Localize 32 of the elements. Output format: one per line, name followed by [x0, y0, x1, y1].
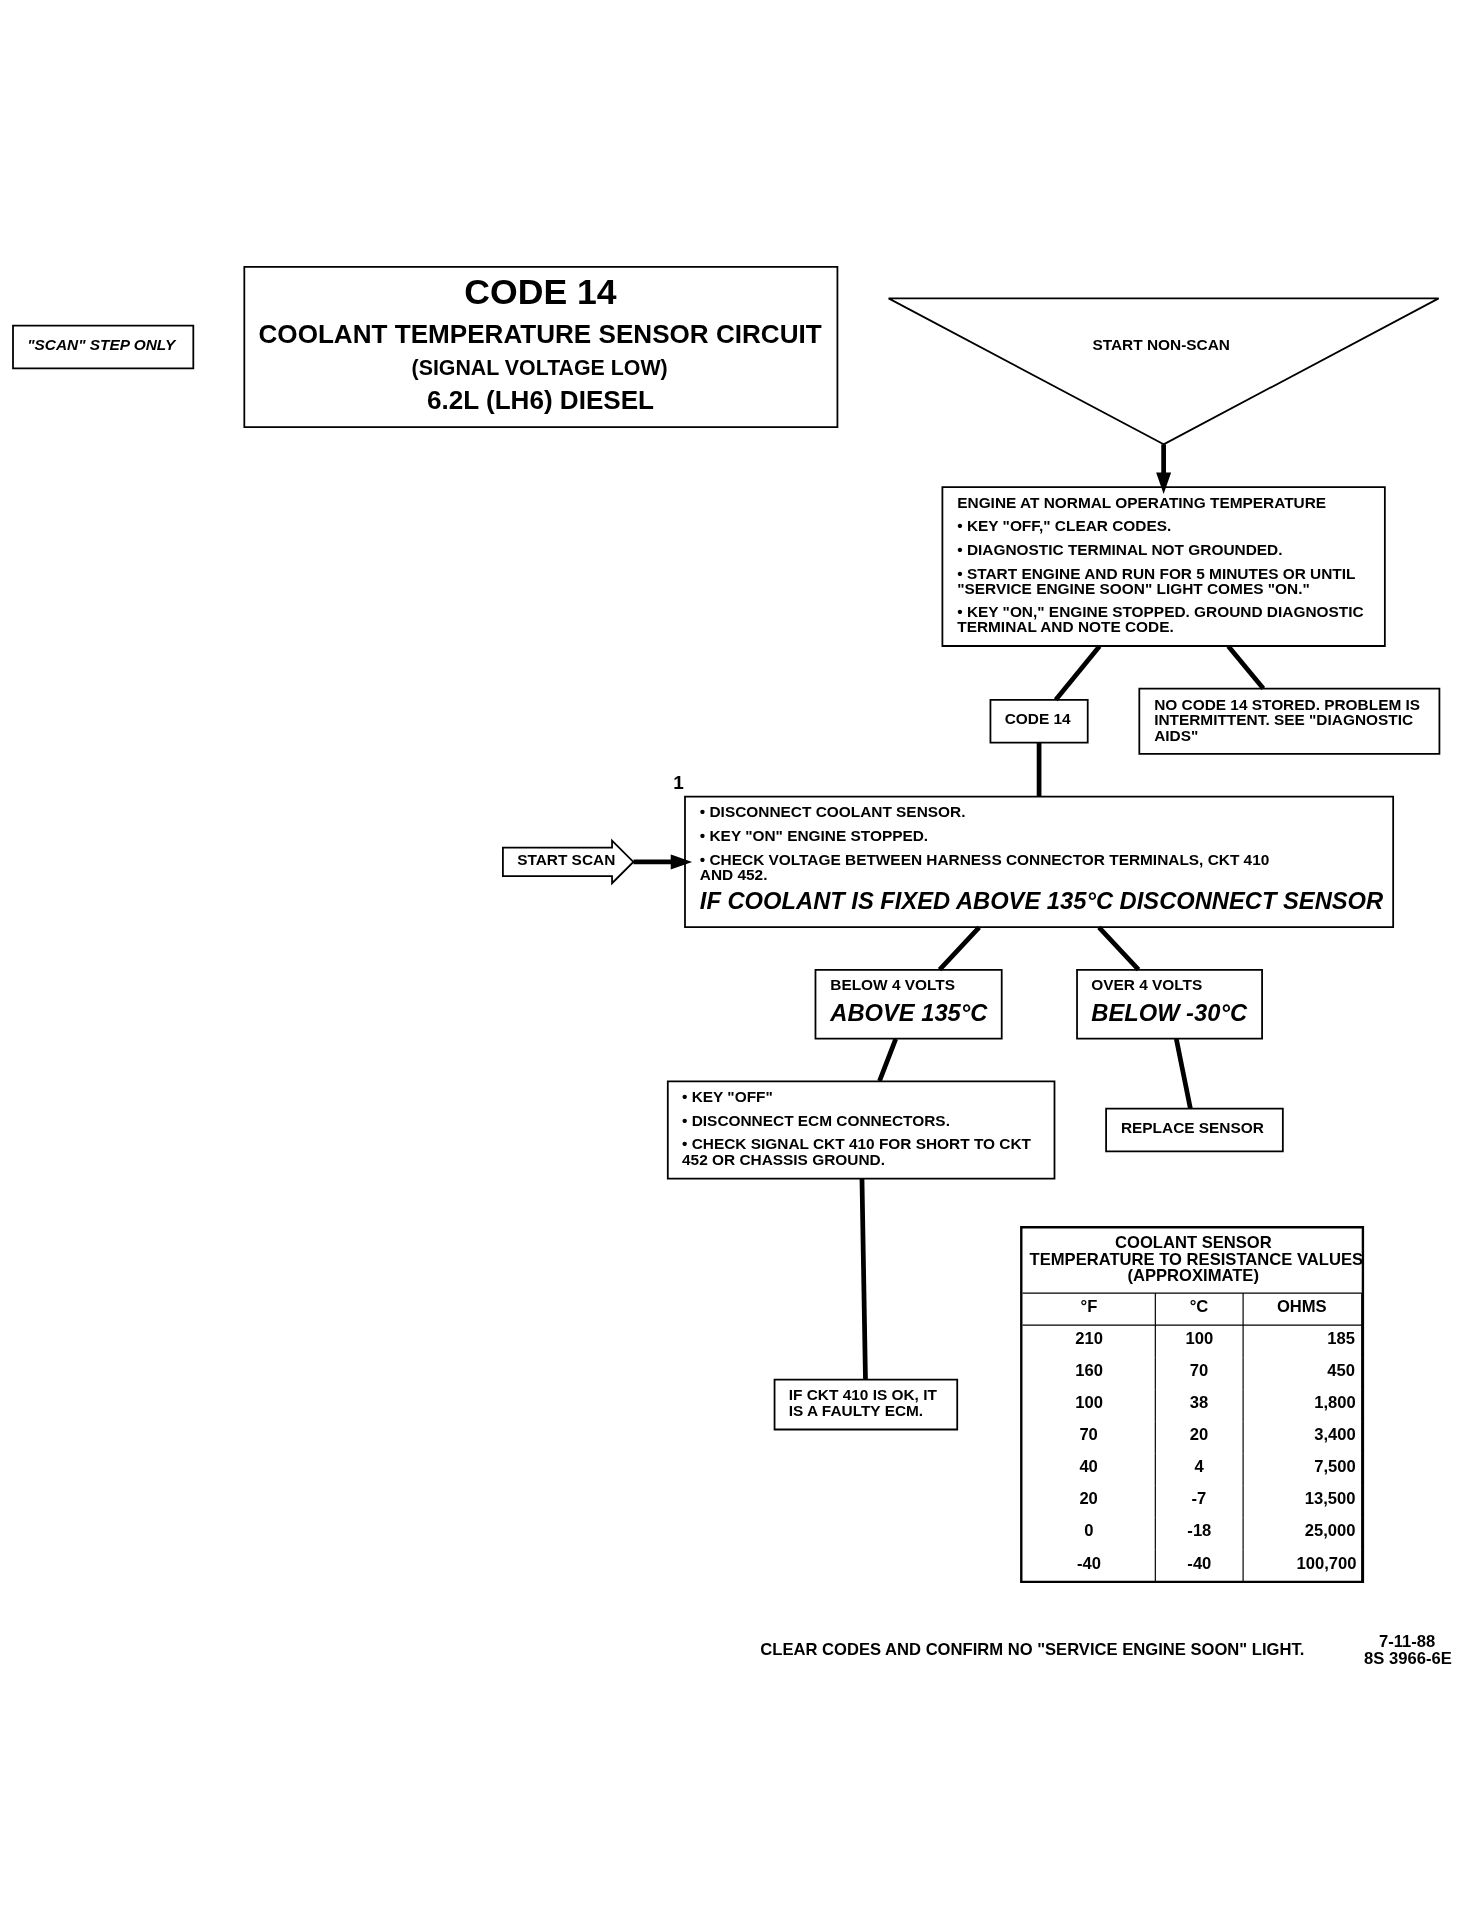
node-label: 1 [673, 771, 684, 793]
label: 100 [1075, 1392, 1103, 1412]
label: 450 [1327, 1360, 1356, 1380]
label: 3,400 [1314, 1424, 1356, 1444]
label: 38 [1189, 1392, 1209, 1412]
label: 40 [1079, 1456, 1098, 1476]
label: °C [1189, 1296, 1209, 1316]
label: 7,500 [1314, 1456, 1356, 1476]
label: -7 [1191, 1488, 1207, 1508]
label: 20 [1079, 1488, 1098, 1508]
label: -40 [1077, 1553, 1102, 1573]
label: 25,000 [1304, 1520, 1356, 1540]
label: 70 [1189, 1360, 1209, 1380]
label: 0 [1084, 1520, 1094, 1540]
label: COOLANT SENSOR [1114, 1232, 1272, 1252]
label: 4 [1194, 1456, 1204, 1476]
label: 100,700 [1296, 1553, 1357, 1573]
label: °F [1080, 1296, 1098, 1316]
label: CLEAR CODES AND CONFIRM NO "SERVICE ENGINE SOON" LIGHT. [760, 1639, 1305, 1659]
label: 20 [1189, 1424, 1209, 1444]
label: -18 [1187, 1520, 1212, 1540]
label: 7-11-88 [1378, 1631, 1436, 1651]
label: 70 [1079, 1424, 1098, 1444]
label: 8S 3966-6E [1364, 1648, 1452, 1668]
label: OHMS [1276, 1296, 1327, 1316]
label: 1,800 [1314, 1392, 1356, 1412]
label: 13,500 [1304, 1488, 1356, 1508]
label: 160 [1075, 1360, 1103, 1380]
label: -40 [1187, 1553, 1212, 1573]
label: 100 [1185, 1328, 1214, 1348]
label: 185 [1327, 1328, 1356, 1348]
label: 210 [1075, 1328, 1103, 1348]
